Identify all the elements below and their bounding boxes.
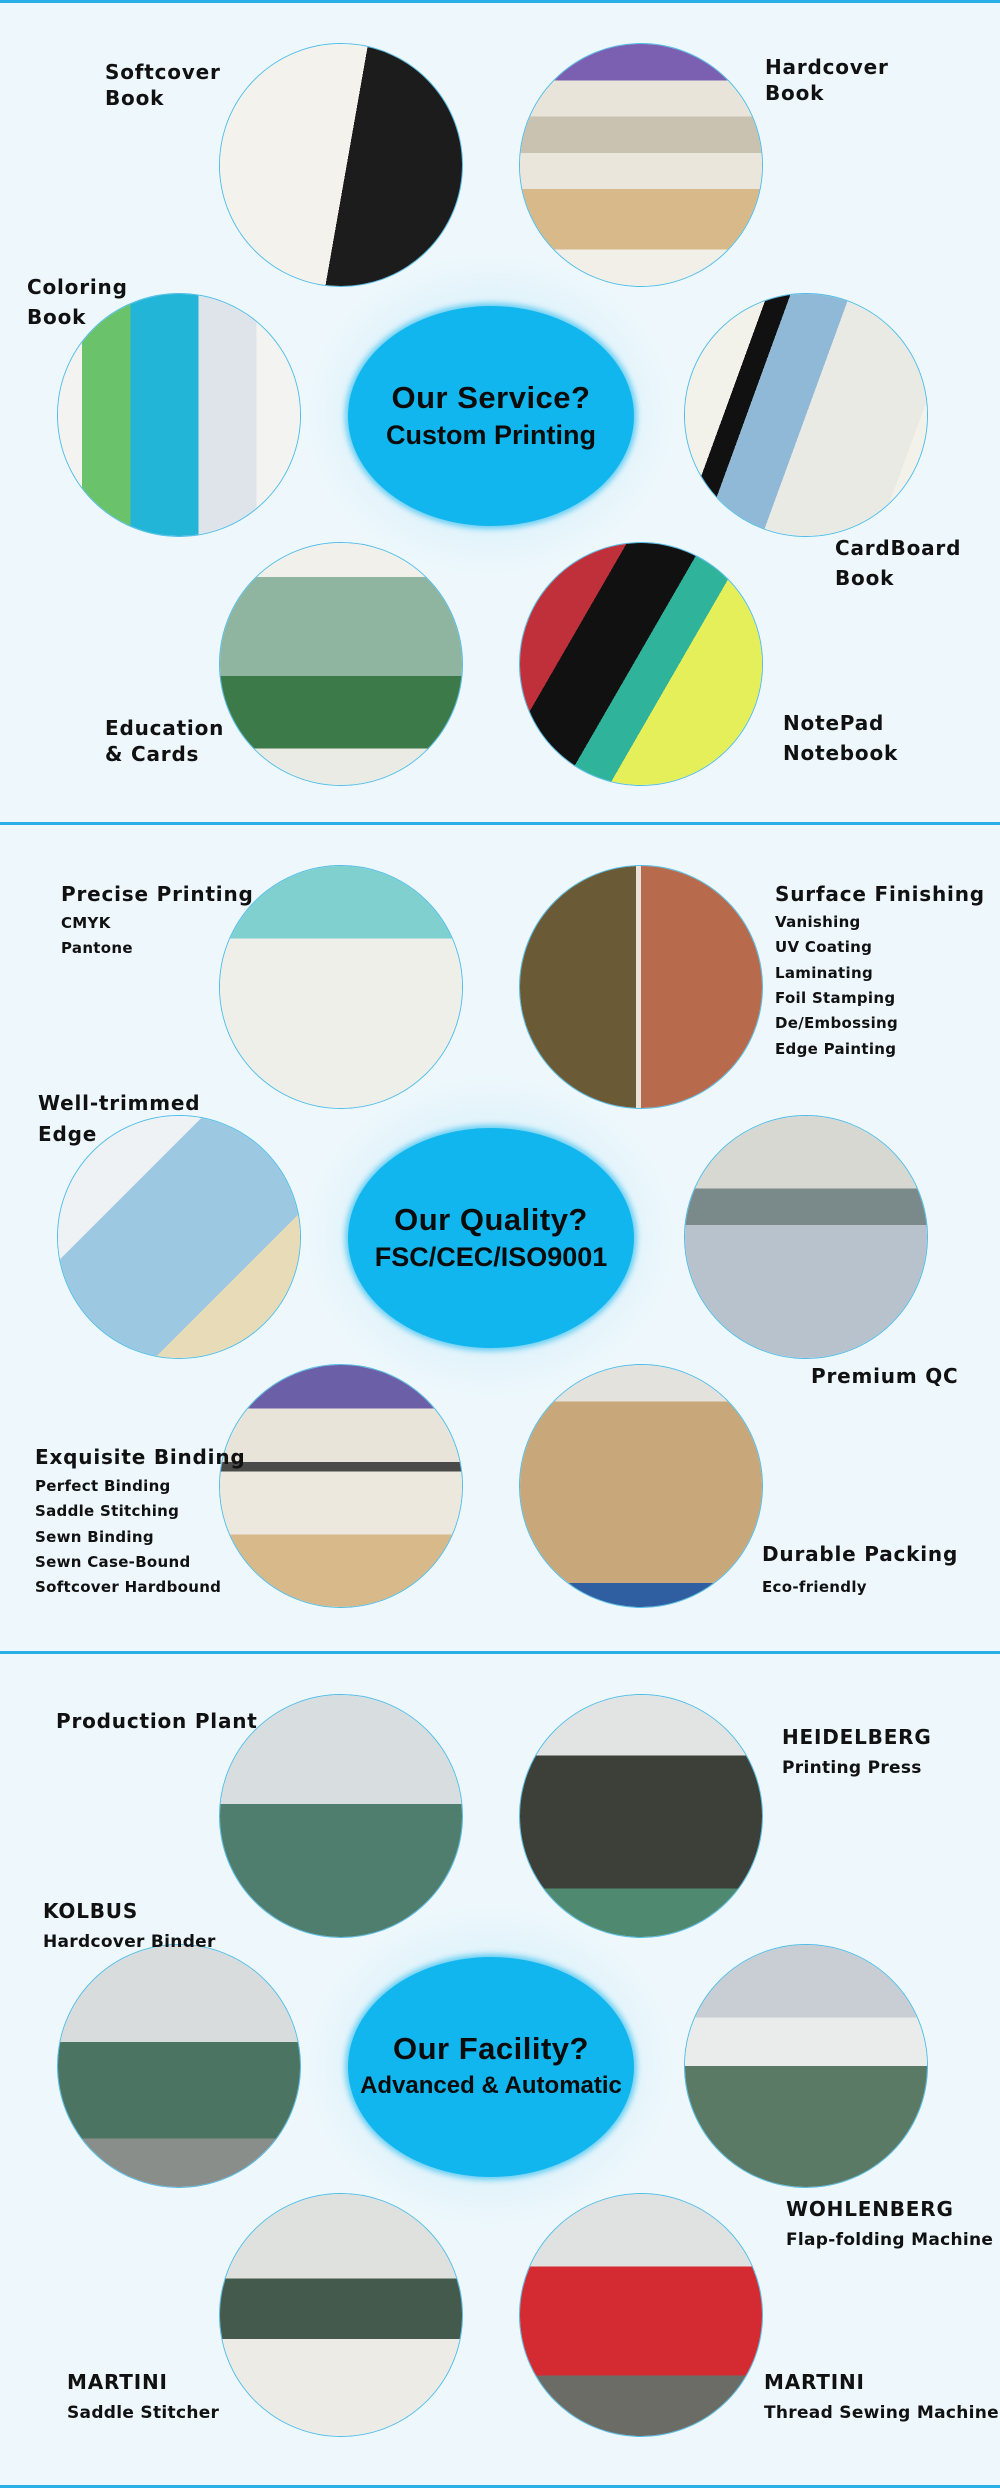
binding-item: Sewn Case-Bound [35,1553,191,1571]
quality-hub: Our Quality? FSC/CEC/ISO9001 [348,1128,634,1348]
durable-packing-photo [519,1364,763,1608]
notepad-notebook-photo [519,542,763,786]
surface-item: Edge Painting [775,1040,897,1058]
surface-finishing-photo [519,865,763,1109]
softcover-label-2: Book [105,86,165,110]
divider [0,0,1000,3]
martini-saddle-label: MARTINI [67,2370,168,2394]
education-cards-photo [219,542,463,786]
kolbus-sub: Hardcover Binder [43,1932,216,1952]
surface-item: Laminating [775,964,873,982]
softcover-book-photo [219,43,463,287]
hub-subtitle: FSC/CEC/ISO9001 [374,1242,608,1272]
surface-item: UV Coating [775,938,873,956]
hub-subtitle: Custom Printing [386,420,596,450]
martini-saddle-photo [219,2193,463,2437]
surface-item: Vanishing [775,913,861,931]
cardboard-label-2: Book [835,566,895,590]
binding-item: Sewn Binding [35,1528,154,1546]
edge-label: Well-trimmed [38,1091,201,1115]
hub-subtitle: Advanced & Automatic [360,2072,622,2099]
packing-label: Durable Packing [762,1542,959,1566]
binding-label: Exquisite Binding [35,1445,246,1469]
packing-item: Eco-friendly [762,1578,867,1596]
martini-thread-photo [519,2193,763,2437]
notepad-label: NotePad [783,711,885,735]
wohlenberg-label: WOHLENBERG [786,2197,954,2221]
precise-printing-photo [219,865,463,1109]
kolbus-label: KOLBUS [43,1899,139,1923]
production-plant-label: Production Plant [56,1709,258,1733]
edge-label-2: Edge [38,1122,98,1146]
coloring-label: Coloring [27,275,128,299]
binding-item: Softcover Hardbound [35,1578,222,1596]
wohlenberg-sub: Flap-folding Machine [786,2230,994,2250]
divider [0,2485,1000,2488]
martini-saddle-sub: Saddle Stitcher [67,2403,220,2423]
surface-item: De/Embossing [775,1014,899,1032]
education-label: Education [105,716,225,740]
binding-item: Perfect Binding [35,1477,171,1495]
production-plant-photo [219,1694,463,1938]
surface-item: Foil Stamping [775,989,896,1007]
surface-finishing-label: Surface Finishing [775,882,985,906]
hub-title: Our Quality? [394,1202,588,1237]
cardboard-label: CardBoard [835,536,962,560]
service-section: Our Service? Custom Printing Softcover B… [0,0,1000,828]
martini-thread-label: MARTINI [764,2370,865,2394]
hub-title: Our Service? [391,380,591,415]
wohlenberg-photo [684,1944,928,2188]
premium-qc-label: Premium QC [811,1364,959,1388]
divider [0,1651,1000,1654]
heidelberg-sub: Printing Press [782,1758,922,1778]
precise-item: CMYK [61,914,111,932]
heidelberg-photo [519,1694,763,1938]
premium-qc-photo [684,1115,928,1359]
coloring-book-photo [57,293,301,537]
well-trimmed-edge-photo [57,1115,301,1359]
kolbus-photo [57,1944,301,2188]
hardcover-label-2: Book [765,81,825,105]
hardcover-label: Hardcover [765,55,889,79]
binding-item: Saddle Stitching [35,1502,180,1520]
coloring-label-2: Book [27,305,87,329]
facility-section: Our Facility? Advanced & Automatic Produ… [0,1651,1000,2479]
facility-hub: Our Facility? Advanced & Automatic [348,1957,634,2177]
divider [0,822,1000,825]
martini-thread-sub: Thread Sewing Machine [764,2403,999,2423]
cardboard-book-photo [684,293,928,537]
heidelberg-label: HEIDELBERG [782,1725,932,1749]
softcover-label: Softcover [105,60,221,84]
notepad-label-2: Notebook [783,741,899,765]
hub-title: Our Facility? [393,2031,589,2066]
precise-item: Pantone [61,939,133,957]
hardcover-book-photo [519,43,763,287]
precise-printing-label: Precise Printing [61,882,254,906]
quality-section: Our Quality? FSC/CEC/ISO9001 Precise Pri… [0,822,1000,1650]
service-hub: Our Service? Custom Printing [348,306,634,526]
exquisite-binding-photo [219,1364,463,1608]
education-label-2: & Cards [105,742,200,766]
